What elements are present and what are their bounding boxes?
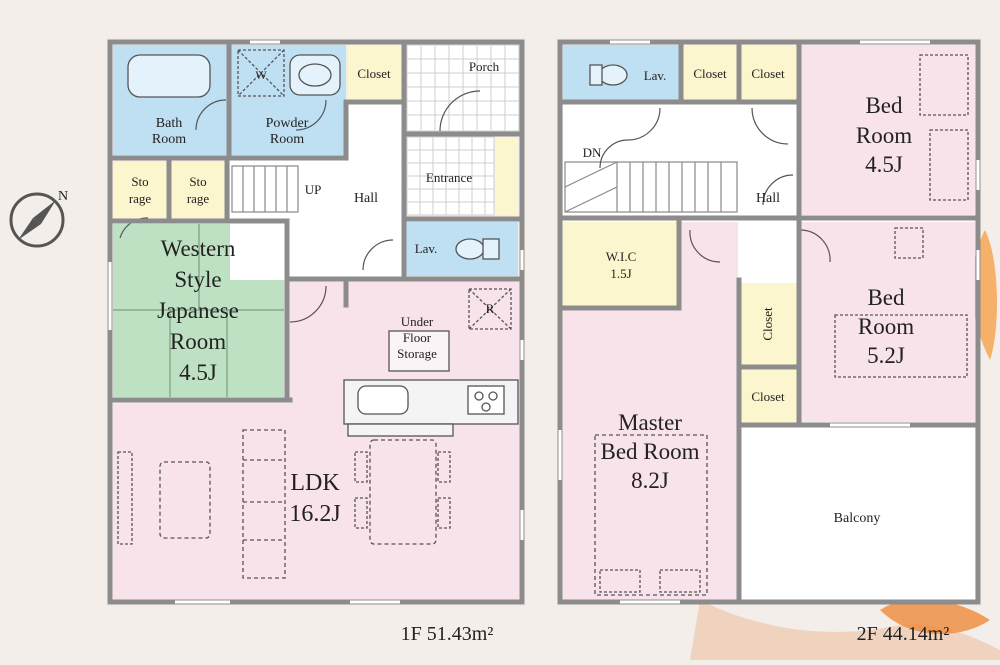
tv-board-icon bbox=[117, 451, 133, 545]
doors-2f bbox=[599, 107, 831, 263]
stairs-up-label: UP bbox=[305, 182, 322, 197]
hall-1f-upper-floor bbox=[346, 104, 406, 164]
stairs-1f bbox=[231, 165, 299, 213]
fixtures-2f bbox=[589, 54, 969, 596]
coffee-table-icon bbox=[159, 461, 211, 539]
labels-1f: Bath Room W Powder Room Closet Porch Ent… bbox=[129, 59, 500, 527]
floor1-area-caption: 1F 51.43m² bbox=[401, 623, 494, 645]
floor2-area-caption: 2F 44.14m² bbox=[857, 623, 950, 645]
bed-a-top-icon bbox=[919, 54, 969, 116]
tatami-lines bbox=[113, 224, 284, 397]
western-label-4: Room bbox=[170, 329, 226, 354]
western-label-1: Western bbox=[161, 236, 236, 261]
under-floor-label-3: Storage bbox=[397, 346, 437, 361]
bed-b-label-1: Bed bbox=[867, 285, 905, 310]
fixtures-1f bbox=[117, 49, 519, 579]
shoe-closet-floor bbox=[495, 137, 518, 215]
entrance-tiles bbox=[406, 136, 495, 216]
closet-2f-d-floor bbox=[741, 369, 797, 423]
western-label-5: 4.5J bbox=[179, 360, 217, 385]
entrance-label: Entrance bbox=[426, 170, 472, 185]
master-bedroom-upper-floor bbox=[680, 222, 738, 310]
ldk-label-2: 16.2J bbox=[289, 501, 340, 527]
dining-table-icon bbox=[369, 439, 437, 545]
closet-1f-label: Closet bbox=[357, 66, 391, 81]
storage1-label-1: Sto bbox=[131, 174, 148, 189]
closet-2f-b-floor bbox=[741, 45, 797, 100]
labels-2f: Lav. Closet Closet DN Hall Bed Room 4.5J… bbox=[583, 66, 915, 526]
storage2-label-2: rage bbox=[187, 191, 210, 206]
stairs-2f bbox=[564, 161, 738, 213]
bed-b-label-3: 5.2J bbox=[867, 343, 905, 368]
refrigerator-label: R bbox=[486, 301, 495, 316]
kitchen-sink-icon bbox=[357, 385, 409, 415]
stove-icon bbox=[467, 385, 505, 415]
bed-b-icon bbox=[834, 314, 968, 378]
under-floor-label-1: Under bbox=[401, 314, 434, 329]
western-label-2: Style bbox=[174, 267, 221, 292]
refrigerator-icon bbox=[468, 288, 512, 330]
floor1-plan: Bath Room W Powder Room Closet Porch Ent… bbox=[107, 39, 525, 645]
western-label-3: Japanese bbox=[157, 298, 239, 323]
lav-2f-label: Lav. bbox=[644, 68, 667, 83]
storage1-floor bbox=[113, 162, 167, 218]
basin-icon bbox=[298, 63, 332, 87]
powder-label-2: Room bbox=[270, 132, 304, 147]
windows-1f bbox=[108, 40, 524, 604]
hall-2f-label: Hall bbox=[756, 191, 780, 206]
sink-icon bbox=[289, 54, 341, 96]
ldk-label-1: LDK bbox=[290, 470, 340, 496]
toilet-1f-icon bbox=[455, 238, 485, 260]
floor2-plan: Lav. Closet Closet DN Hall Bed Room 4.5J… bbox=[557, 39, 981, 645]
closet-2f-a-floor bbox=[683, 45, 737, 100]
wic-floor bbox=[563, 222, 677, 306]
washer-label: W bbox=[255, 68, 267, 82]
chair-b-icon bbox=[894, 227, 924, 259]
bed-b-label-2: Room bbox=[858, 314, 914, 339]
master-label-3: 8.2J bbox=[631, 468, 669, 493]
bed-a-label-3: 4.5J bbox=[865, 152, 903, 177]
bathtub-icon bbox=[127, 54, 211, 98]
windows-2f bbox=[558, 40, 980, 604]
master-bed-icon bbox=[594, 434, 708, 596]
closet-2f-d-label: Closet bbox=[751, 389, 785, 404]
storage2-floor bbox=[171, 162, 225, 218]
wic-label-1: W.I.C bbox=[606, 249, 637, 264]
master-label-2: Bed Room bbox=[600, 439, 699, 464]
bed-a-label-2: Room bbox=[856, 123, 912, 148]
closet-2f-c-floor bbox=[741, 283, 797, 365]
storage2-label-1: Sto bbox=[189, 174, 206, 189]
porch-label: Porch bbox=[469, 59, 500, 74]
washer-icon bbox=[237, 49, 285, 97]
wic-label-2: 1.5J bbox=[610, 266, 631, 281]
under-floor-storage-box bbox=[388, 330, 450, 372]
master-label-1: Master bbox=[618, 410, 682, 435]
walls-1f bbox=[107, 39, 525, 605]
bath-label-2: Room bbox=[152, 132, 186, 147]
porch-tiles bbox=[406, 44, 520, 132]
toilet-2f-icon bbox=[598, 64, 628, 86]
powder-label-1: Powder bbox=[266, 116, 309, 131]
closet-2f-b-label: Closet bbox=[751, 66, 785, 81]
hall-1f-label: Hall bbox=[354, 191, 378, 206]
balcony-label: Balcony bbox=[834, 511, 881, 526]
closet-2f-c-label: Closet bbox=[760, 307, 775, 341]
storage1-label-2: rage bbox=[129, 191, 152, 206]
sofa-icon bbox=[242, 429, 286, 579]
walls-2f bbox=[557, 39, 981, 605]
desk-a-icon bbox=[929, 129, 969, 201]
stairs-down-label: DN bbox=[583, 145, 602, 160]
closet-1f-floor bbox=[348, 45, 402, 100]
closet-2f-a-label: Closet bbox=[693, 66, 727, 81]
under-floor-label-2: Floor bbox=[403, 330, 432, 345]
lav-1f-label: Lav. bbox=[415, 241, 438, 256]
bath-label-1: Bath bbox=[156, 116, 182, 131]
bed-a-label-1: Bed bbox=[865, 93, 903, 118]
ldk-floor bbox=[113, 404, 519, 600]
compass-north-label: N bbox=[58, 189, 68, 204]
compass-icon: N bbox=[9, 189, 68, 248]
master-bedroom-floor bbox=[563, 310, 738, 600]
